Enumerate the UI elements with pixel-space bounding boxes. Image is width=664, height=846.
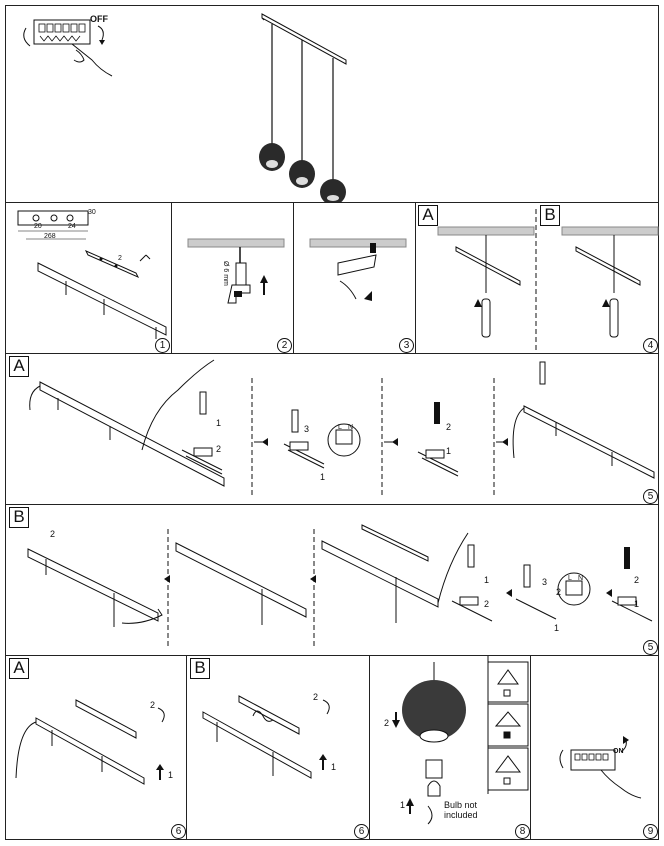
dim-268: 268 <box>44 233 56 240</box>
step-4-number: 4 <box>643 338 658 353</box>
step-2-number: 2 <box>277 338 292 353</box>
num-3: 3 <box>542 577 548 587</box>
step-4-panel: A B 4 <box>415 202 659 354</box>
num-1: 1 <box>484 575 490 585</box>
ceiling-canopy-bar <box>261 13 347 65</box>
step-6a-number: 6 <box>171 824 186 839</box>
step-5b-number: 5 <box>643 640 658 655</box>
step-6a-panel: A 2 1 6 <box>5 655 187 840</box>
num-2d: 2 <box>634 575 640 585</box>
num-1: 1 <box>216 418 222 428</box>
option-b-label: B <box>540 205 560 226</box>
num-1: 1 <box>331 762 337 772</box>
num-1c: 1 <box>446 446 452 456</box>
bulb-not-included-note: Bulb not included <box>444 800 478 820</box>
step-3-panel: 3 <box>293 202 416 354</box>
step-1-number: 1 <box>155 338 170 353</box>
option-a-label: A <box>9 356 29 377</box>
dim-30: 30 <box>88 209 96 216</box>
num-2b: 2 <box>484 599 490 609</box>
num-1: 1 <box>168 770 174 780</box>
power-on-illustration <box>559 736 642 799</box>
num-2: 2 <box>384 718 390 728</box>
drill-ceiling-illustration <box>187 238 285 304</box>
option-b-label: B <box>190 658 210 679</box>
fasten-bar-option-a <box>15 699 165 785</box>
num-1b: 1 <box>320 472 326 482</box>
dim-20: 20 <box>34 223 42 230</box>
fasten-bar-option-b <box>202 695 330 779</box>
overview-illustration <box>23 13 347 204</box>
mounting-bar-dimensions <box>17 210 167 339</box>
on-label: ON <box>613 748 624 755</box>
num-2: 2 <box>313 692 319 702</box>
step-6b-number: 6 <box>354 824 369 839</box>
breaker-box-icon <box>23 19 113 77</box>
off-label: OFF <box>90 14 108 24</box>
num-2b: 2 <box>446 422 452 432</box>
terminal-n: N <box>348 424 354 431</box>
step-5a-number: 5 <box>643 489 658 504</box>
option-a-label: A <box>9 658 29 679</box>
num-3: 3 <box>304 424 310 434</box>
num-2: 2 <box>50 529 56 539</box>
shade-option-icons <box>494 669 522 785</box>
step-2-panel: Ø 6 mm 2 <box>171 202 294 354</box>
pendant-shade-2 <box>289 160 315 188</box>
num-1c: 1 <box>634 599 640 609</box>
overview-panel: OFF <box>5 5 659 204</box>
terminal-l: L <box>338 424 342 431</box>
step-6b-panel: B 2 1 6 <box>186 655 370 840</box>
wiring-option-a-illustration <box>29 359 655 498</box>
step-9-panel: ON 9 <box>530 655 659 840</box>
bracket-mounting-illustration <box>437 209 659 353</box>
pendant-shade-1 <box>259 143 285 171</box>
dim-24: 24 <box>68 223 76 230</box>
num-1: 1 <box>400 800 406 810</box>
step-5a-panel: A 1 2 3 1 2 1 L N 5 <box>5 353 659 505</box>
option-a-label: A <box>418 205 438 226</box>
anchor-hammer-illustration <box>309 238 407 301</box>
wiring-option-b-illustration <box>27 524 653 649</box>
step-5b-panel: B 2 1 2 3 2 1 2 1 L N 5 <box>5 504 659 656</box>
terminal-l: L <box>568 575 572 582</box>
shade-and-bulb-illustration <box>392 656 529 825</box>
step-8-panel: 2 1 Bulb not included 8 <box>369 655 531 840</box>
num-2: 2 <box>216 444 222 454</box>
drill-diameter-label: Ø 6 mm <box>222 261 229 286</box>
terminal-n: N <box>578 575 584 582</box>
callout-2: 2 <box>118 255 122 262</box>
option-b-label: B <box>9 507 29 528</box>
step-8-number: 8 <box>515 824 530 839</box>
step-9-number: 9 <box>643 824 658 839</box>
num-1b: 1 <box>554 623 560 633</box>
num-2: 2 <box>150 700 156 710</box>
pendant-shade-3 <box>320 179 346 204</box>
step-3-number: 3 <box>399 338 414 353</box>
step-1-panel: 30 20 24 268 2 1 <box>5 202 172 354</box>
num-2c: 2 <box>556 587 562 597</box>
